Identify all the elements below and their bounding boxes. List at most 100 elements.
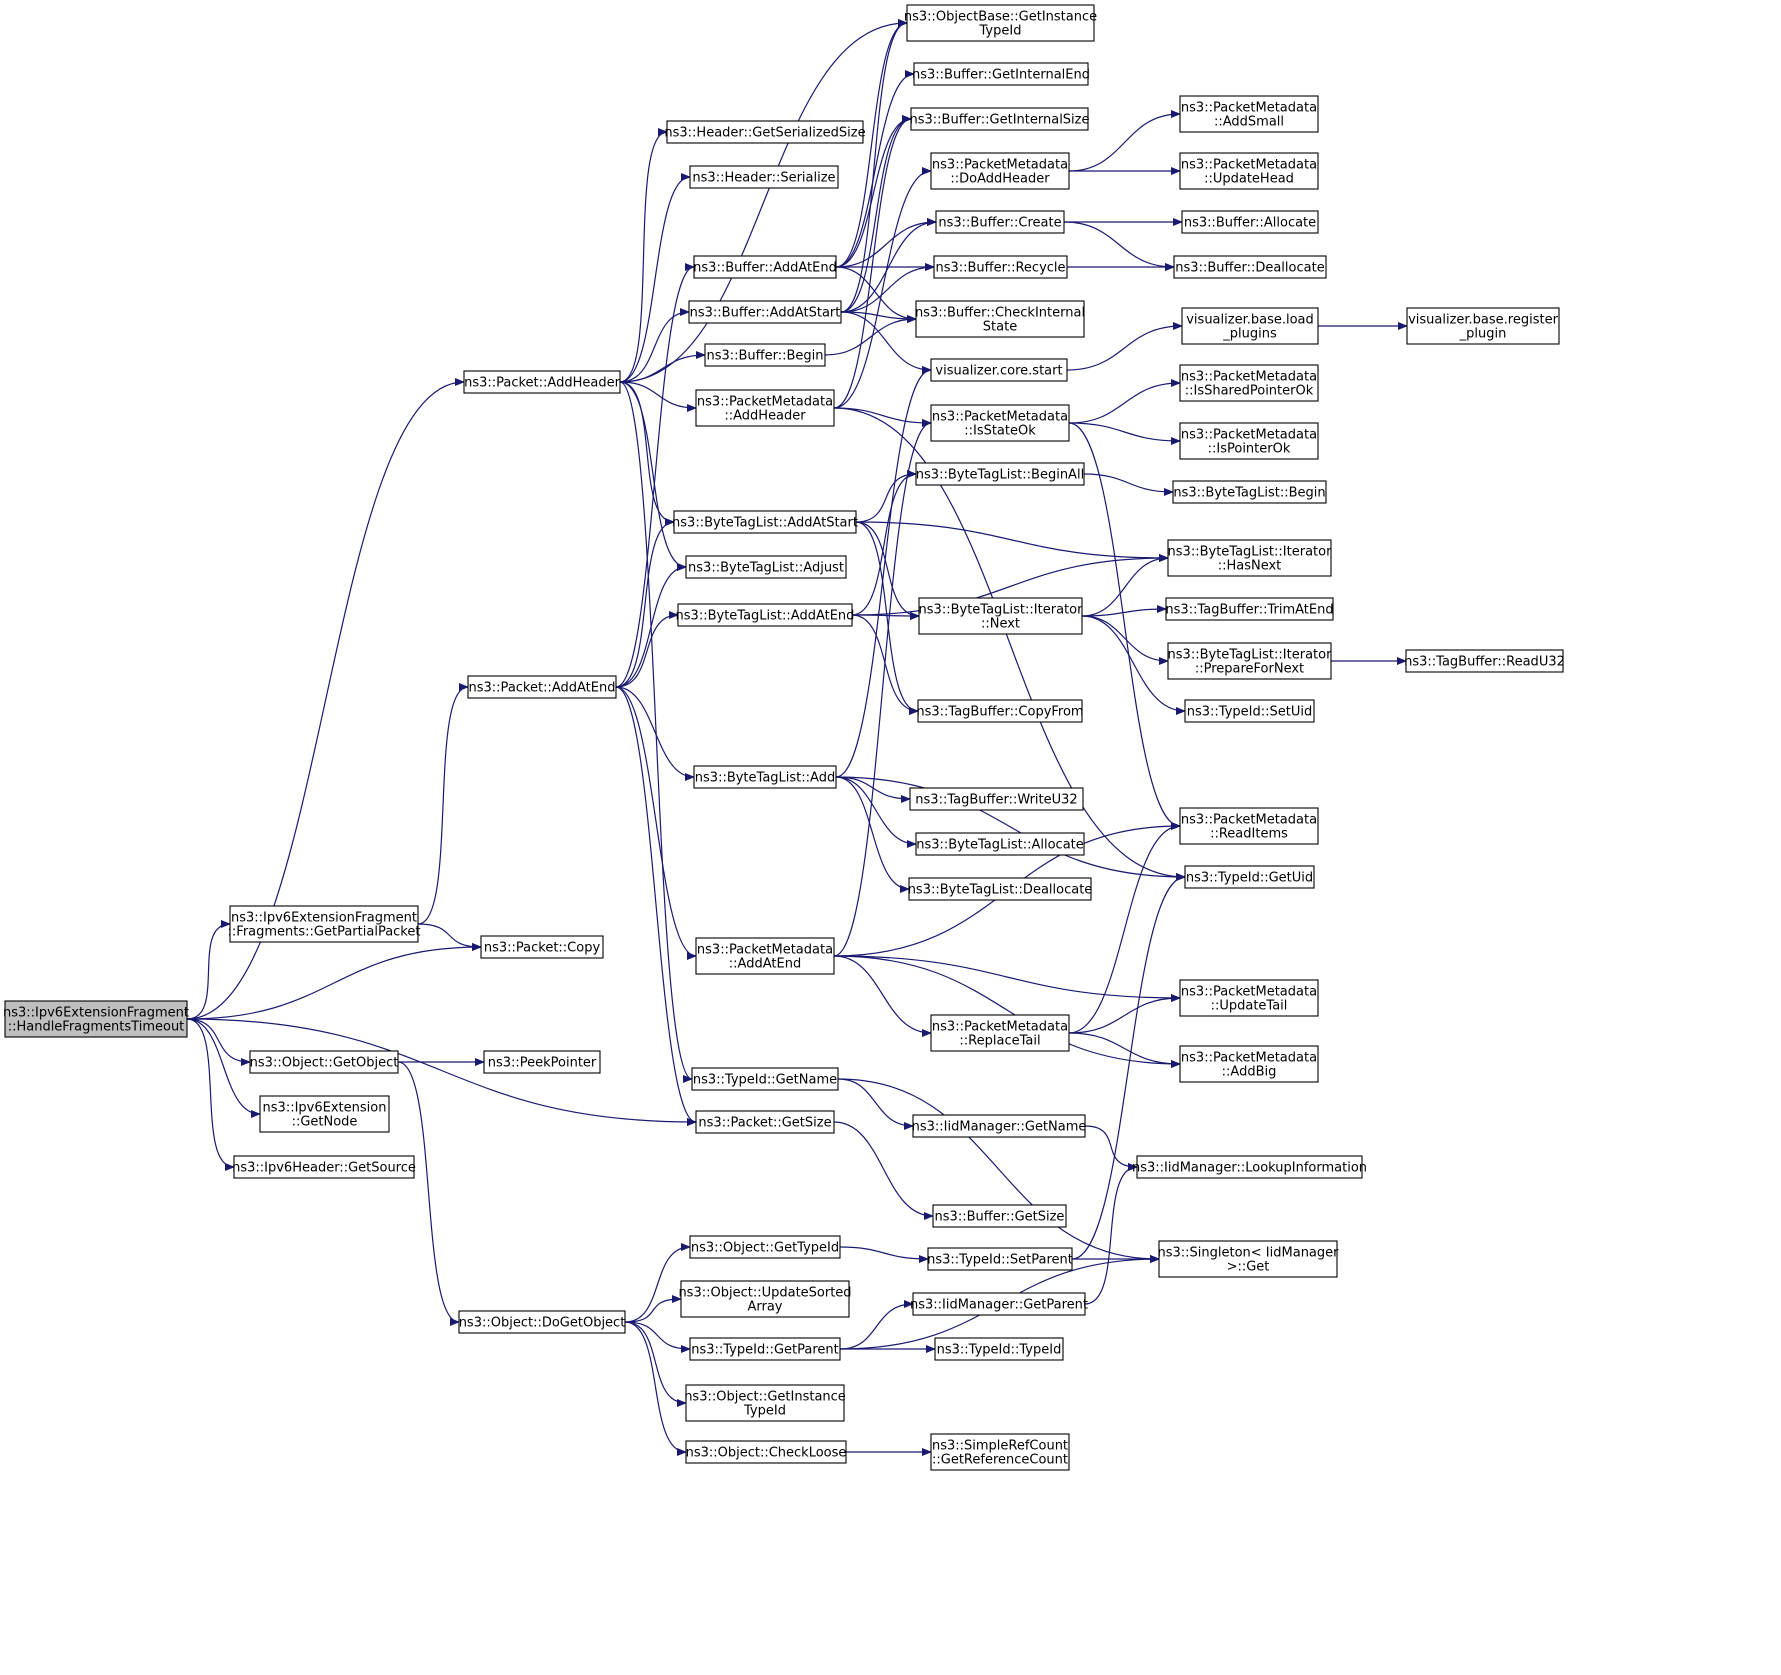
node-box[interactable] [927, 1247, 1073, 1271]
node-pm-ispointerok[interactable]: ns3::PacketMetadata::IsPointerOk [1179, 422, 1319, 460]
node-iid-getparent[interactable]: ns3::IidManager::GetParent [910, 1292, 1088, 1316]
node-box[interactable] [917, 699, 1083, 723]
node-typeid-setuid[interactable]: ns3::TypeId::SetUid [1184, 699, 1315, 723]
node-btl-allocate[interactable]: ns3::ByteTagList::Allocate [915, 832, 1085, 856]
node-typeid-getuid[interactable]: ns3::TypeId::GetUid [1184, 865, 1315, 889]
node-box[interactable] [1179, 95, 1319, 133]
node-box[interactable] [677, 603, 853, 627]
node-buf-getinternalsize[interactable]: ns3::Buffer::GetInternalSize [910, 107, 1090, 131]
node-btl-adjust[interactable]: ns3::ByteTagList::Adjust [685, 555, 847, 579]
node-box[interactable] [930, 358, 1068, 382]
node-box[interactable] [688, 300, 842, 324]
node-hdr-getsersize[interactable]: ns3::Header::GetSerializedSize [664, 120, 866, 144]
node-box[interactable] [483, 1050, 601, 1074]
node-box[interactable] [1179, 1045, 1319, 1083]
node-box[interactable] [673, 510, 857, 534]
node-box[interactable] [930, 1014, 1070, 1052]
node-btl-iter-preparefornext[interactable]: ns3::ByteTagList::Iterator::PrepareForNe… [1167, 642, 1333, 680]
node-box[interactable] [1136, 1155, 1363, 1179]
node-ipv6hdr-getsource[interactable]: ns3::Ipv6Header::GetSource [232, 1155, 416, 1179]
node-vis-core-start[interactable]: visualizer.core.start [930, 358, 1068, 382]
node-pm-addbig[interactable]: ns3::PacketMetadata::AddBig [1179, 1045, 1319, 1083]
node-box[interactable] [480, 935, 604, 959]
node-box[interactable] [695, 1110, 835, 1134]
node-box[interactable] [458, 1310, 626, 1334]
node-box[interactable] [1172, 480, 1327, 504]
node-obj-gettypeid[interactable]: ns3::Object::GetTypeId [689, 1235, 841, 1259]
node-obj-checkloose[interactable]: ns3::Object::CheckLoose [685, 1440, 847, 1464]
node-box[interactable] [1184, 699, 1315, 723]
node-box[interactable] [1179, 979, 1319, 1017]
node-pm-updatetail[interactable]: ns3::PacketMetadata::UpdateTail [1179, 979, 1319, 1017]
node-box[interactable] [912, 1114, 1086, 1138]
node-pm-addheader[interactable]: ns3::PacketMetadata::AddHeader [695, 389, 835, 427]
node-box[interactable] [915, 300, 1085, 338]
node-btl-addatend[interactable]: ns3::ByteTagList::AddAtEnd [676, 603, 855, 627]
node-box[interactable] [693, 765, 837, 789]
node-box[interactable] [935, 210, 1065, 234]
node-typeid-getname[interactable]: ns3::TypeId::GetName [691, 1067, 839, 1091]
node-box[interactable] [910, 107, 1089, 131]
node-btl-addatstart[interactable]: ns3::ByteTagList::AddAtStart [672, 510, 858, 534]
node-typeid-typeid[interactable]: ns3::TypeId::TypeId [934, 1337, 1064, 1361]
node-box[interactable] [259, 1095, 390, 1133]
node-pm-replacetail[interactable]: ns3::PacketMetadata::ReplaceTail [930, 1014, 1070, 1052]
node-box[interactable] [1405, 649, 1564, 673]
node-tb-readu32[interactable]: ns3::TagBuffer::ReadU32 [1404, 649, 1565, 673]
node-box[interactable] [685, 1384, 845, 1422]
node-box[interactable] [934, 1337, 1064, 1361]
node-box[interactable] [912, 1292, 1086, 1316]
node-pm-isstateok[interactable]: ns3::PacketMetadata::IsStateOk [930, 404, 1070, 442]
node-box[interactable] [1181, 210, 1319, 234]
node-peekpointer[interactable]: ns3::PeekPointer [483, 1050, 601, 1074]
node-box[interactable] [1179, 422, 1319, 460]
node-box[interactable] [704, 343, 826, 367]
node-box[interactable] [918, 597, 1083, 635]
node-box[interactable] [1179, 364, 1319, 402]
node-buf-begin[interactable]: ns3::Buffer::Begin [704, 343, 826, 367]
node-iid-getname[interactable]: ns3::IidManager::GetName [912, 1114, 1087, 1138]
node-box[interactable] [1158, 1240, 1338, 1278]
node-iid-lookupinfo[interactable]: ns3::IidManager::LookupInformation [1132, 1155, 1367, 1179]
node-tb-writeu32[interactable]: ns3::TagBuffer::WriteU32 [909, 787, 1084, 811]
node-box[interactable] [932, 1204, 1067, 1228]
node-tb-copyfrom[interactable]: ns3::TagBuffer::CopyFrom [916, 699, 1084, 723]
node-box[interactable] [693, 255, 837, 279]
node-pm-updatehead[interactable]: ns3::PacketMetadata::UpdateHead [1179, 152, 1319, 190]
node-box[interactable] [1184, 865, 1315, 889]
node-box[interactable] [906, 4, 1095, 42]
node-box[interactable] [666, 120, 864, 144]
node-box[interactable] [908, 877, 1092, 901]
node-box[interactable] [930, 1433, 1070, 1471]
node-pm-readitems[interactable]: ns3::PacketMetadata::ReadItems [1179, 807, 1319, 845]
node-obj-dogetobject[interactable]: ns3::Object::DoGetObject [458, 1310, 626, 1334]
node-tb-trimatend[interactable]: ns3::TagBuffer::TrimAtEnd [1165, 597, 1334, 621]
node-box[interactable] [933, 255, 1068, 279]
node-box[interactable] [689, 165, 839, 189]
node-pkt-addheader[interactable]: ns3::Packet::AddHeader [463, 370, 621, 394]
node-box[interactable] [229, 905, 419, 943]
node-buf-allocate[interactable]: ns3::Buffer::Allocate [1181, 210, 1319, 234]
node-ipv6ext-getnode[interactable]: ns3::Ipv6Extension::GetNode [259, 1095, 390, 1133]
node-box[interactable] [4, 1000, 188, 1038]
node-box[interactable] [691, 1067, 839, 1091]
node-box[interactable] [249, 1050, 399, 1074]
node-box[interactable] [930, 404, 1070, 442]
node-box[interactable] [913, 62, 1089, 86]
node-root[interactable]: ns3::Ipv6ExtensionFragment::HandleFragme… [3, 1000, 189, 1038]
node-box[interactable] [695, 937, 835, 975]
node-typeid-getparent[interactable]: ns3::TypeId::GetParent [689, 1337, 841, 1361]
node-box[interactable] [685, 555, 847, 579]
node-btl-add[interactable]: ns3::ByteTagList::Add [693, 765, 837, 789]
node-pm-addsmall[interactable]: ns3::PacketMetadata::AddSmall [1179, 95, 1319, 133]
node-box[interactable] [1406, 307, 1560, 345]
node-btl-deallocate[interactable]: ns3::ByteTagList::Deallocate [908, 877, 1093, 901]
node-box[interactable] [463, 370, 621, 394]
node-box[interactable] [909, 787, 1084, 811]
node-obj-getobject[interactable]: ns3::Object::GetObject [249, 1050, 399, 1074]
node-pm-addatend[interactable]: ns3::PacketMetadata::AddAtEnd [695, 937, 835, 975]
node-buf-addatstart[interactable]: ns3::Buffer::AddAtStart [688, 300, 842, 324]
